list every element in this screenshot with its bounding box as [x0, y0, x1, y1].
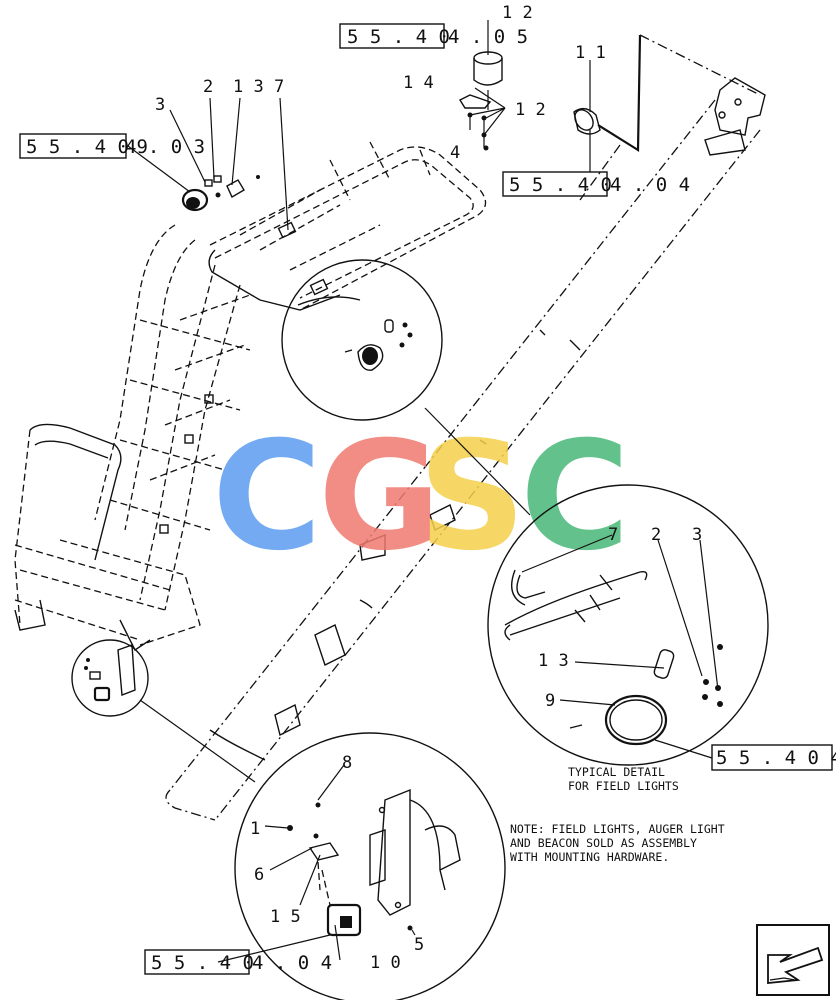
callout-8: 8 [342, 753, 352, 773]
arrow-icon[interactable] [756, 924, 830, 996]
ref-right-boxed: 5 5 . 4 0 [509, 174, 612, 196]
callout-2-top: 2 [203, 77, 213, 97]
detail-circle-top [281, 259, 443, 421]
callout-12-right: 1 2 [515, 100, 546, 120]
note-line-2: AND BEACON SOLD AS ASSEMBLY [510, 836, 697, 850]
callout-3-top: 3 [155, 95, 165, 115]
ladder [14, 224, 251, 652]
watermark-letter-c2: C [520, 410, 630, 584]
callout-3-detail: 3 [692, 525, 702, 545]
left-field-light [181, 175, 260, 212]
callout-13-detail: 1 3 [538, 651, 569, 671]
callouts: 1 2 1 1 1 4 1 2 4 2 1 3 7 3 7 2 3 1 3 9 … [155, 3, 702, 973]
watermark: C G S C [212, 410, 630, 584]
auger-hardware [209, 329, 581, 761]
note-block: NOTE: FIELD LIGHTS, AUGER LIGHT AND BEAC… [510, 822, 725, 864]
auger-head-bracket [704, 77, 766, 156]
detail-caption: TYPICAL DETAIL FOR FIELD LIGHTS [568, 765, 679, 793]
callout-14: 1 4 [403, 73, 434, 93]
ref-right: 5 5 . 4 0 4 . 0 4 [502, 171, 690, 197]
watermark-letter-c1: C [212, 410, 322, 584]
callout-7-detail: 7 [608, 525, 618, 545]
detail-connectors [139, 407, 531, 783]
callout-2-detail: 2 [651, 525, 661, 545]
callout-9-detail: 9 [545, 691, 555, 711]
note-line-3: WITH MOUNTING HARDWARE. [510, 850, 669, 864]
callout-6: 6 [254, 865, 264, 885]
detail-circle-right [487, 484, 769, 766]
ref-top-center-boxed: 5 5 . 4 0 [347, 26, 450, 48]
ref-left: 5 5 . 4 0 49. 0 3 [19, 133, 205, 159]
ref-detail-right-boxed: 5 5 . 4 0 4 [716, 747, 836, 769]
ref-top-center: 5 5 . 4 0 4 . 0 5 [339, 23, 528, 49]
leader-lines [127, 20, 719, 963]
watermark-letter-g: G [318, 410, 441, 584]
callout-15: 1 5 [270, 907, 301, 927]
callout-5: 5 [414, 935, 424, 955]
detail-circle-small [71, 639, 149, 717]
callout-137: 1 3 7 [233, 77, 284, 97]
callout-12-top: 1 2 [502, 3, 533, 23]
ref-bottom: 5 5 . 4 0 4 . 0 4 [144, 949, 332, 975]
note-line-1: NOTE: FIELD LIGHTS, AUGER LIGHT [510, 822, 725, 836]
ref-left-rest: 49. 0 3 [125, 136, 205, 158]
ref-top-center-rest: 4 . 0 5 [448, 26, 528, 48]
callout-10: 1 0 [370, 953, 401, 973]
callout-1: 1 [250, 819, 260, 839]
watermark-letter-s: S [418, 410, 526, 584]
ref-right-rest: 4 . 0 4 [610, 174, 690, 196]
callout-11: 1 1 [575, 43, 606, 63]
ref-bottom-boxed: 5 5 . 4 0 [151, 952, 254, 974]
ref-bottom-rest: 4 . 0 4 [252, 952, 332, 974]
ref-detail-right: 5 5 . 4 0 4 [711, 744, 836, 771]
platform-frame [208, 141, 487, 311]
detail-caption-line-1: TYPICAL DETAIL [568, 765, 665, 779]
ref-left-boxed: 5 5 . 4 0 [26, 136, 129, 158]
detail-circle-bottom [234, 732, 506, 1000]
callout-4: 4 [450, 143, 460, 163]
auger-light [573, 34, 642, 152]
detail-caption-line-2: FOR FIELD LIGHTS [568, 779, 679, 793]
